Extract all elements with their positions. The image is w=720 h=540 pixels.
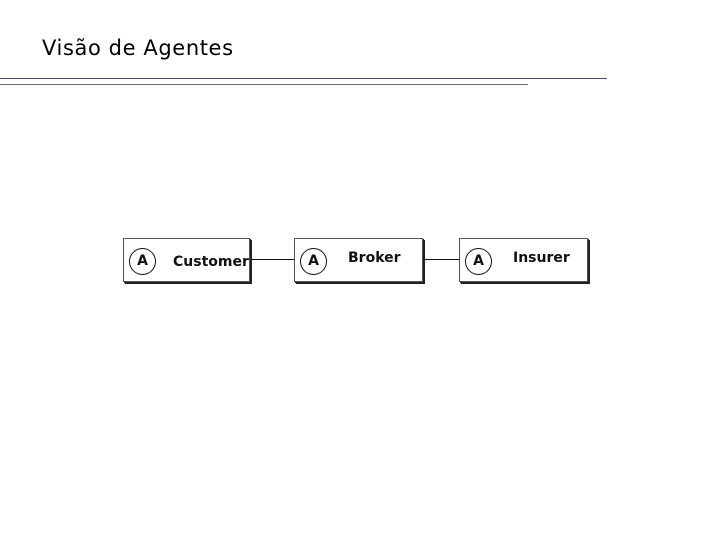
title-underline-rule-secondary [0, 84, 528, 85]
agent-label: Insurer [513, 250, 570, 266]
agent-badge-icon: A [465, 248, 492, 275]
agent-badge-icon: A [300, 248, 327, 275]
agent-label: Customer [173, 254, 249, 270]
title-underline-rule [0, 78, 607, 79]
connector-broker-insurer [423, 259, 459, 260]
agent-broker: A Broker [294, 238, 423, 282]
agent-label: Broker [348, 250, 401, 266]
agent-customer: A Customer [123, 238, 250, 282]
slide-title: Visão de Agentes [42, 36, 234, 60]
agent-badge-icon: A [129, 248, 156, 275]
agent-insurer: A Insurer [459, 238, 588, 282]
connector-customer-broker [250, 259, 294, 260]
